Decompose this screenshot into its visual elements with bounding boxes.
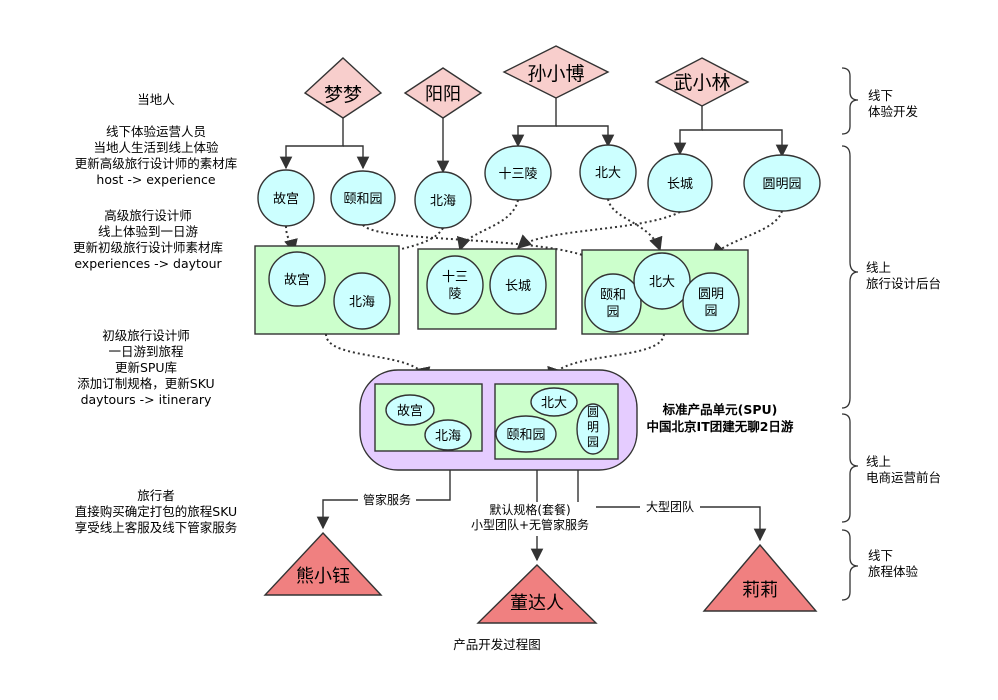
daytour-2[interactable]: 十三陵 长城 (417, 248, 557, 330)
exp-changcheng[interactable]: 长城 (647, 153, 713, 213)
spu-day2[interactable]: 北大 颐和园 圆明园 (494, 383, 619, 460)
diagram-caption: 产品开发过程图 (453, 637, 541, 652)
brace-offline-trip (841, 529, 859, 601)
exp-beihai[interactable]: 北海 (414, 171, 472, 229)
dt3-yiheyuan[interactable]: 颐和园 (584, 273, 642, 333)
exp-yiheyuan[interactable]: 颐和园 (330, 170, 396, 226)
traveler-xiongxiaoyu[interactable]: 熊小钰 (263, 531, 383, 596)
host-label: 阳阳 (425, 84, 461, 105)
dt3-beida[interactable]: 北大 (633, 252, 691, 310)
exp-beida[interactable]: 北大 (579, 144, 637, 200)
exp-gugong[interactable]: 故宫 (257, 169, 315, 227)
spu-title: 标准产品单元(SPU) (662, 402, 778, 417)
exp-label: 颐和园 (343, 192, 382, 207)
spu-beida[interactable]: 北大 (530, 387, 578, 417)
spu-subtitle: 中国北京IT团建无聊2日游 (647, 419, 794, 434)
exp-label: 圆明园 (762, 177, 801, 192)
host-mengmeng[interactable]: 梦梦 (303, 57, 383, 119)
daytour-item-label: 圆明园 (698, 287, 724, 319)
traveler-lili[interactable]: 莉莉 (702, 543, 818, 612)
edge-large-bg (640, 499, 700, 516)
spu-beihai[interactable]: 北海 (424, 419, 472, 451)
host-wuxiaolin[interactable]: 武小林 (654, 57, 750, 107)
spu-container[interactable]: 故宫 北海 北大 颐和园 圆明园 (359, 369, 638, 471)
host-label: 梦梦 (324, 84, 362, 106)
edge-default-bg (466, 502, 596, 536)
spu-day1[interactable]: 故宫 北海 (374, 383, 483, 452)
exp-label: 长城 (667, 177, 693, 192)
exp-yuanmingyuan[interactable]: 圆明园 (743, 154, 821, 212)
brace-online-design (841, 145, 859, 409)
traveler-label: 董达人 (510, 593, 564, 614)
traveler-label: 莉莉 (742, 580, 778, 601)
daytour-item-label: 北海 (349, 295, 375, 310)
spu-yuanmingyuan[interactable]: 圆明园 (576, 403, 610, 455)
exp-label: 十三陵 (498, 167, 537, 182)
stage-offline-dev: 线下体验开发 (868, 88, 919, 119)
daytour-item-label: 十三陵 (442, 270, 468, 302)
edge-butler: 管家服务 (363, 492, 411, 507)
daytour-item-label: 长城 (505, 279, 531, 294)
host-label: 武小林 (673, 72, 730, 94)
brace-offline-dev (841, 67, 859, 135)
host-sunxiaobo[interactable]: 孙小博 (502, 45, 610, 99)
spu-item-label: 北大 (541, 396, 567, 411)
dt1-beihai[interactable]: 北海 (333, 272, 391, 330)
exp-label: 北海 (430, 194, 456, 209)
stage-online-design: 线上旅行设计后台 (866, 260, 941, 291)
dt1-gugong[interactable]: 故宫 (268, 251, 326, 307)
traveler-label: 熊小钰 (296, 566, 350, 587)
traveler-dongdaren[interactable]: 董达人 (476, 564, 598, 624)
daytour-1[interactable]: 故宫 北海 (254, 245, 400, 335)
edge-butler-bg (358, 491, 416, 508)
brace-online-ecommerce (841, 413, 859, 523)
dt3-yuanmingyuan[interactable]: 圆明园 (682, 272, 740, 332)
host-yangyang[interactable]: 阳阳 (403, 67, 483, 119)
spu-item-label: 圆明园 (587, 405, 599, 449)
daytour-item-label: 故宫 (284, 273, 310, 288)
exp-label: 故宫 (273, 192, 299, 207)
spu-item-label: 北海 (435, 429, 461, 444)
dt2-shisanling[interactable]: 十三陵 (426, 255, 484, 315)
host-label: 孙小博 (527, 63, 584, 85)
daytour-item-label: 北大 (649, 275, 675, 290)
edge-default: 默认规格(套餐)小型团队+无管家服务 (471, 502, 589, 532)
host-arrows (279, 96, 789, 174)
stage-offline-trip: 线下旅程体验 (868, 548, 919, 579)
daytour-3[interactable]: 颐和园 北大 圆明园 (581, 249, 749, 335)
spu-item-label: 故宫 (397, 404, 423, 419)
stage-online-ecommerce: 线上电商运营前台 (866, 454, 941, 485)
spu-gugong[interactable]: 故宫 (385, 394, 435, 426)
exp-shisanling[interactable]: 十三陵 (484, 145, 552, 201)
daytour-item-label: 颐和园 (600, 288, 626, 320)
spu-yiheyuan[interactable]: 颐和园 (495, 415, 557, 453)
edge-large: 大型团队 (646, 499, 694, 514)
spu-item-label: 颐和园 (506, 428, 545, 443)
dt2-changcheng[interactable]: 长城 (489, 255, 547, 315)
exp-label: 北大 (595, 166, 621, 181)
